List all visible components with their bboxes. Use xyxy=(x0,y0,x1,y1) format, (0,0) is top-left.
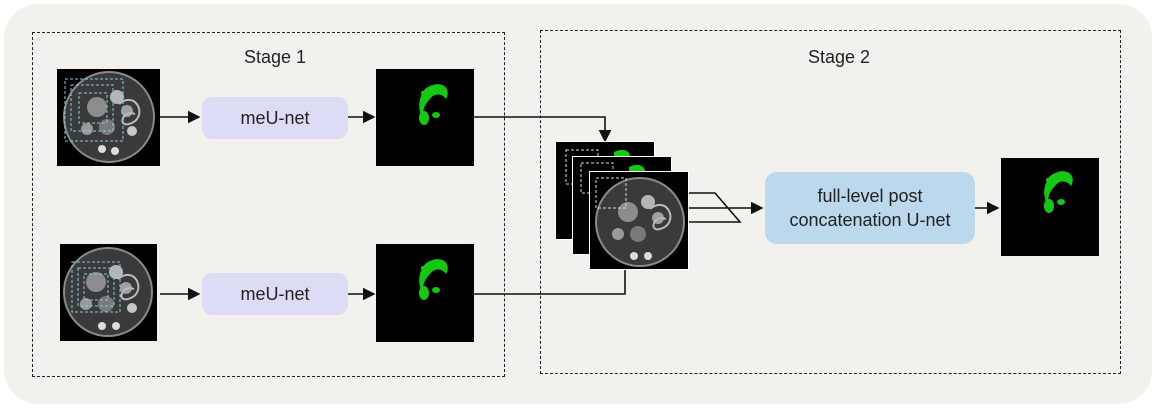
fusion-unet-box: full-level post concatenation U-net xyxy=(765,172,975,244)
meunet-box-top: meU-net xyxy=(202,97,348,139)
stage-1-box xyxy=(32,32,505,377)
line-seg2-to-stack xyxy=(474,268,626,295)
stage-2-title: Stage 2 xyxy=(808,47,871,67)
meunet-label-top: meU-net xyxy=(240,107,310,128)
segmentation-output-top xyxy=(376,69,474,166)
stacked-channel-front xyxy=(590,172,688,269)
meunet-box-bottom: meU-net xyxy=(202,273,348,315)
ct-input-image-bottom xyxy=(60,244,157,341)
ct-input-image-top xyxy=(57,69,160,166)
stage-1-title: Stage 1 xyxy=(244,47,307,67)
fusion-label-line1: full-level post xyxy=(817,186,923,206)
fusion-label-line2: concatenation U-net xyxy=(789,210,951,230)
stage-2-box xyxy=(540,30,1121,374)
final-segmentation-output xyxy=(1001,158,1099,256)
segmentation-output-bottom xyxy=(376,244,474,342)
arrow-seg1-to-stack xyxy=(474,116,612,143)
meunet-label-bottom: meU-net xyxy=(240,283,310,304)
